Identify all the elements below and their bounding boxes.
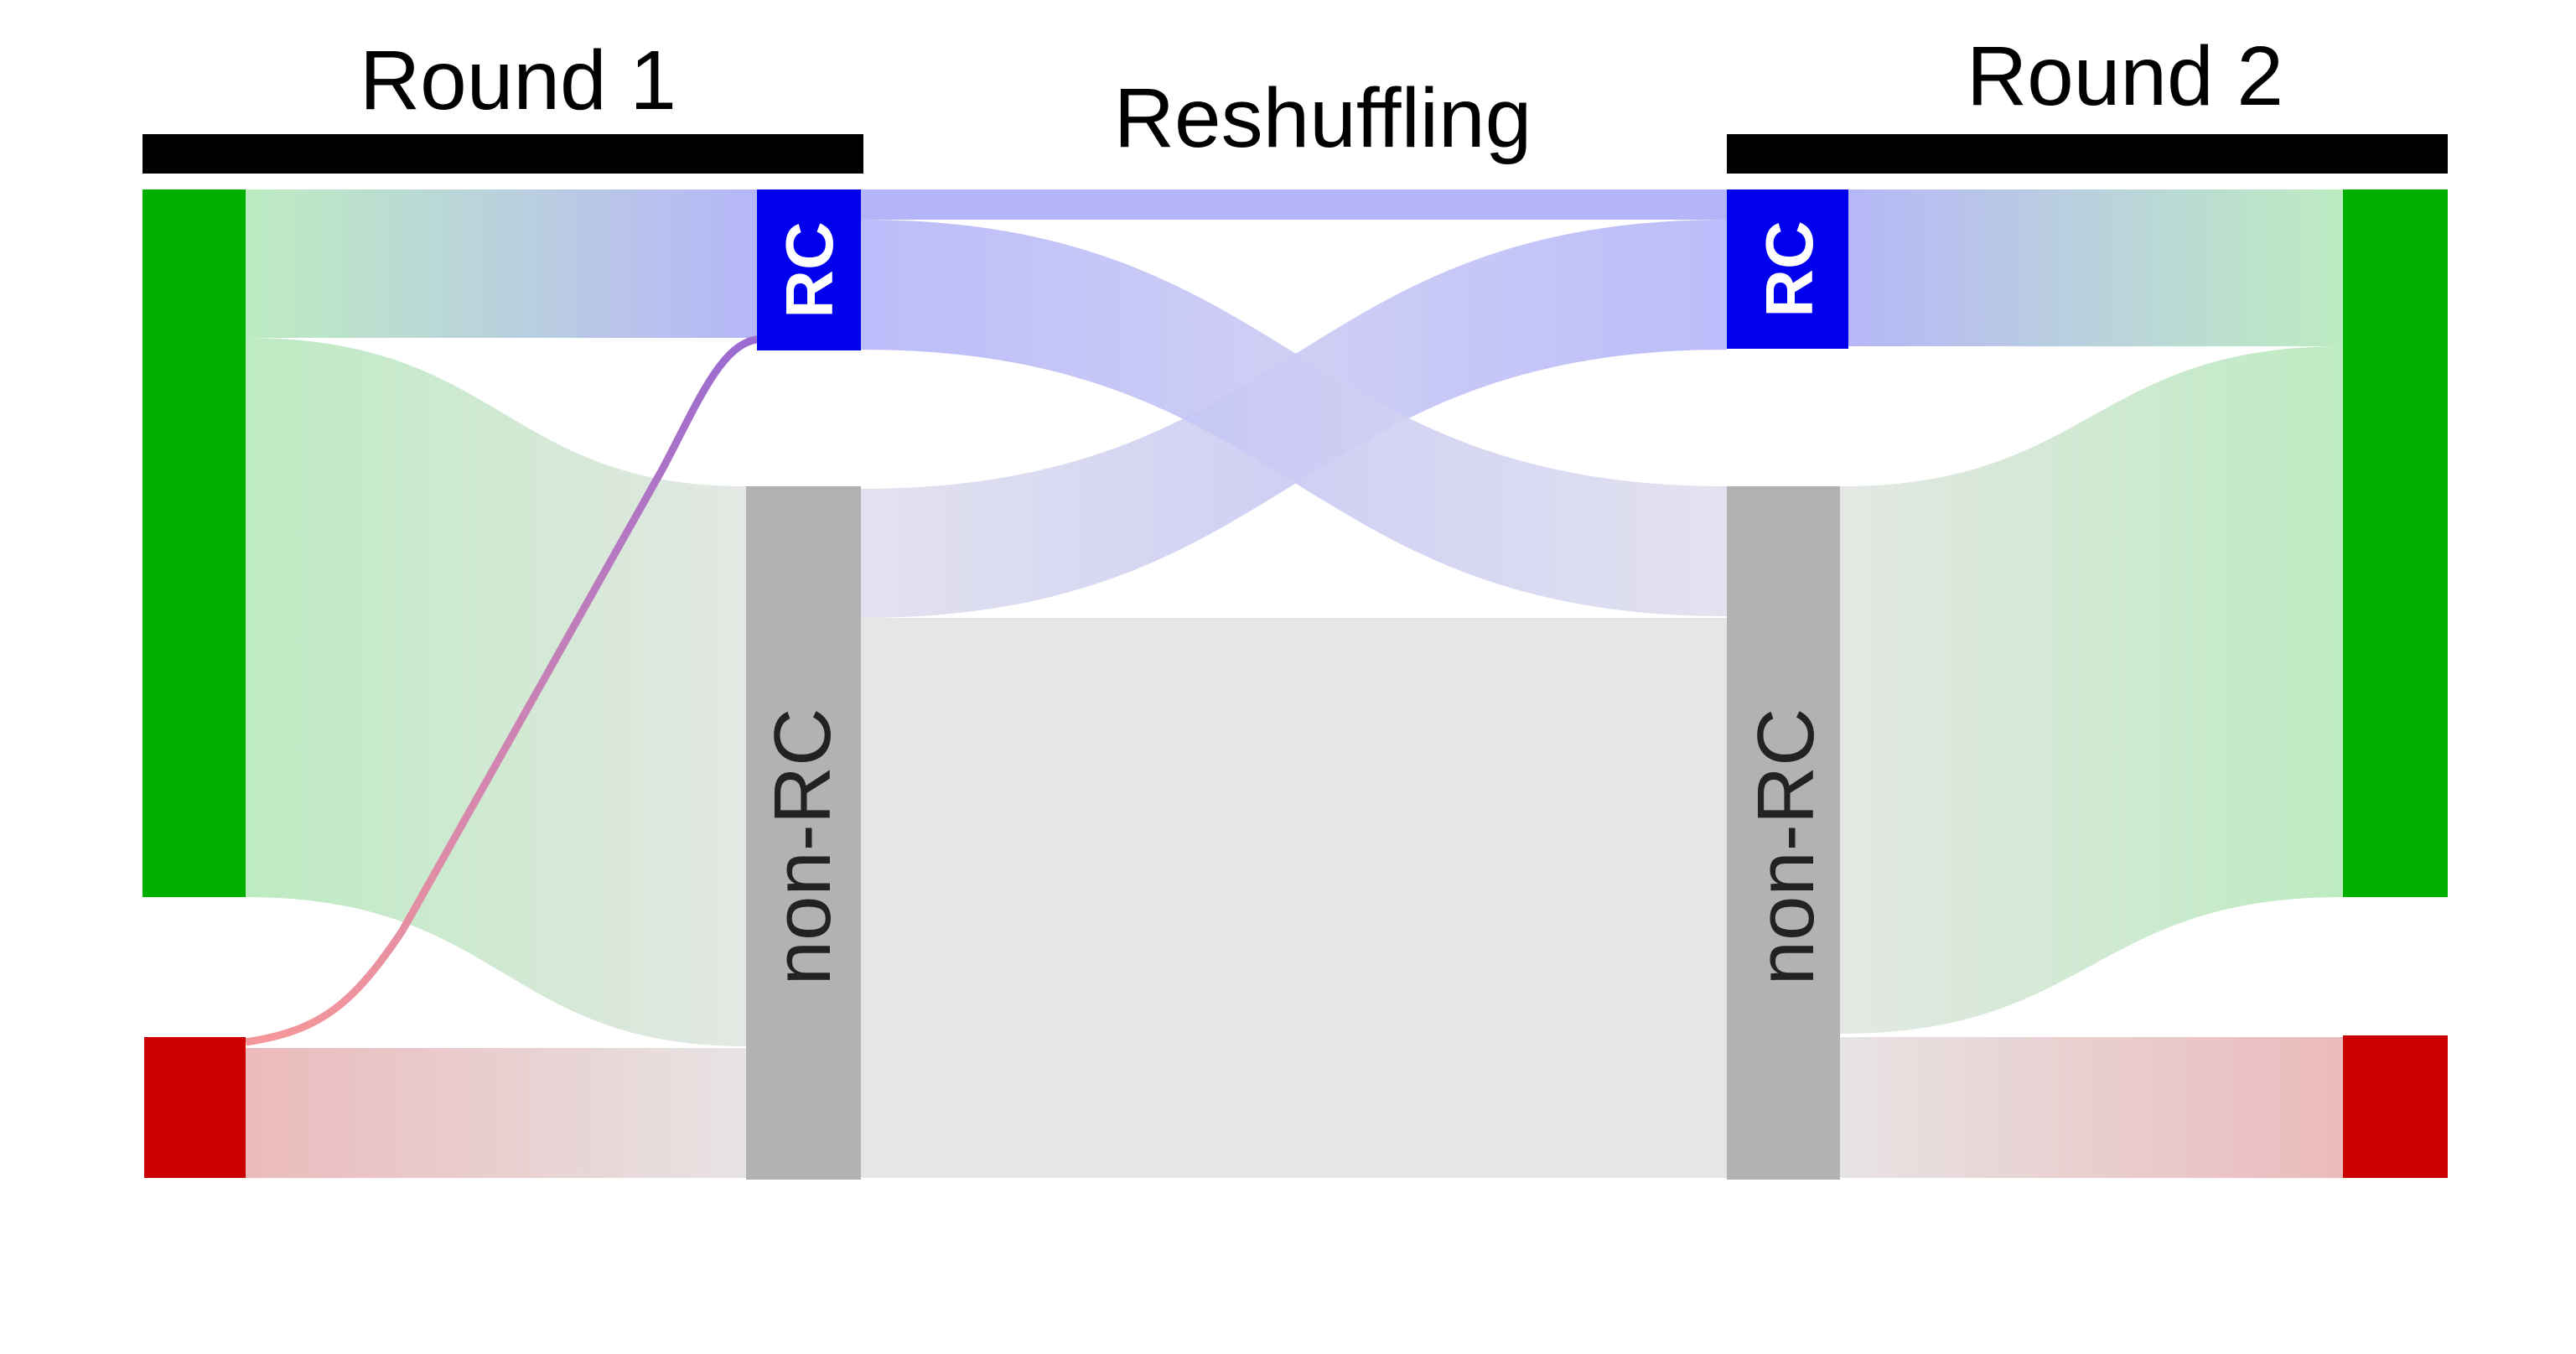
flow-nonrc-to-green-round2 — [1840, 346, 2343, 1034]
flow-red-to-rc-round1 — [245, 335, 758, 1046]
flow-red-to-nonrc-round1 — [246, 1048, 746, 1178]
round2-nonrc-node — [1727, 486, 1840, 1180]
flow-green-to-nonrc-round1 — [246, 338, 746, 1046]
flow-rc-to-rc-reshuffle — [861, 189, 1727, 220]
round2-red-node — [2343, 1035, 2448, 1178]
round2-nonrc-label: non-RC — [1741, 708, 1831, 986]
round1-rc-node — [757, 189, 861, 350]
round1-red-node — [144, 1037, 246, 1178]
flow-nonrc-to-nonrc-reshuffle — [861, 618, 1727, 1178]
round2-rc-label: RC — [1752, 220, 1827, 318]
flow-green-to-rc-round1 — [246, 189, 757, 338]
flow-nonrc-to-red-round2 — [1840, 1037, 2343, 1178]
round1-nonrc-label: non-RC — [758, 708, 847, 986]
round1-title: Round 1 — [360, 34, 676, 127]
round1-green-node — [143, 189, 246, 897]
reshuffling-title: Reshuffling — [1114, 71, 1532, 165]
round2-title: Round 2 — [1967, 29, 2283, 123]
flow-rc-to-green-round2 — [1840, 189, 2343, 346]
round2-green-node — [2343, 189, 2448, 897]
round1-rc-label: RC — [772, 221, 847, 319]
round2-rc-node — [1727, 189, 1848, 349]
flow-rc-to-nonrc-reshuffle — [861, 220, 1727, 616]
round2-header-bar — [1727, 134, 2448, 174]
round1-header-bar — [143, 134, 863, 174]
round1-nonrc-node — [746, 486, 861, 1180]
